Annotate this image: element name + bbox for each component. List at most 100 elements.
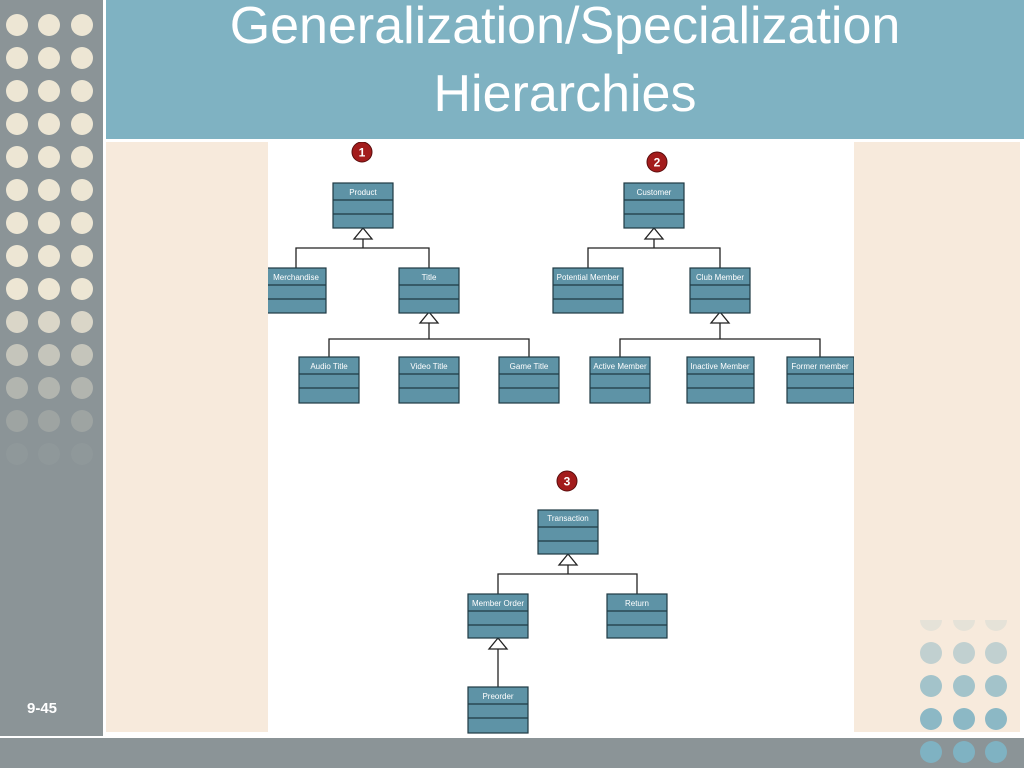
decorative-dot [71,278,93,300]
class-inactive-member: Inactive Member [686,356,755,404]
decorative-dot [6,410,28,432]
decorative-dot [71,245,93,267]
slide-title-line-2: Hierarchies [433,65,697,123]
decorative-dot [38,179,60,201]
decorative-dot [71,443,93,465]
slide-title-line-1: Generalization/Specialization [229,0,901,55]
decorative-dot [6,80,28,102]
decorative-dot [6,179,28,201]
decorative-dot [71,146,93,168]
class-transaction: Transaction [537,509,599,555]
decorative-dot [71,80,93,102]
class-active-member-label: Active Member [593,362,647,371]
class-game-title-label: Game Title [510,362,549,371]
class-return: Return [606,593,668,639]
class-video-title: Video Title [398,356,460,404]
class-audio-title: Audio Title [298,356,360,404]
class-video-title-label: Video Title [410,362,448,371]
decorative-dot [38,377,60,399]
decorative-dot-grid [6,14,93,465]
class-member-order: Member Order [467,593,529,639]
decorative-dot [985,708,1007,730]
decorative-dot [38,80,60,102]
decorative-dot [985,642,1007,664]
decorative-dot [6,443,28,465]
decorative-dot [71,311,93,333]
class-preorder-label: Preorder [482,692,513,701]
class-merchandise: Merchandise [268,267,327,314]
class-customer: Customer [623,182,685,229]
decorative-dot [71,113,93,135]
class-transaction-label: Transaction [547,514,589,523]
class-potential-member-label: Potential Member [557,273,620,282]
badge-3-label: 3 [564,475,571,489]
class-inactive-member-label: Inactive Member [690,362,749,371]
decorative-dot [920,642,942,664]
decorative-dot [38,212,60,234]
decorative-dot [6,311,28,333]
decorative-dot [71,179,93,201]
decorative-dot [71,14,93,36]
uml-diagram: Product Merchandise Title Audio Title [268,142,854,734]
class-product-label: Product [349,188,377,197]
decorative-dot [985,620,1007,631]
class-customer-label: Customer [637,188,672,197]
page-number: 9-45 [27,700,58,717]
decorative-dot [6,245,28,267]
class-return-label: Return [625,599,649,608]
class-title-label: Title [422,273,437,282]
decorative-dot [6,113,28,135]
badge-2: 2 [646,151,668,173]
decorative-dot [6,344,28,366]
badge-1: 1 [351,142,373,163]
decorative-dot [38,278,60,300]
decorative-dot [6,14,28,36]
class-audio-title-label: Audio Title [310,362,348,371]
decorative-dot [38,47,60,69]
decorative-dot [71,212,93,234]
class-active-member: Active Member [589,356,651,404]
badge-3: 3 [556,470,578,492]
decorative-dot [38,245,60,267]
decorative-dot [38,14,60,36]
class-preorder: Preorder [467,686,529,734]
decorative-dot [38,443,60,465]
title-bar [106,0,1024,139]
decorative-dot [38,311,60,333]
decorative-corner-dots [920,620,1007,763]
slide-title: Generalization/Specialization Hierarchie… [106,0,1024,139]
badge-2-label: 2 [654,156,661,170]
class-former-member: Former member [786,356,854,404]
class-club-member: Club Member [689,267,751,314]
decorative-dot [920,620,942,631]
decorative-dot [920,708,942,730]
decorative-dot [985,741,1007,763]
class-game-title: Game Title [498,356,560,404]
decorative-dot [38,410,60,432]
uml-diagram-canvas: Product Merchandise Title Audio Title [268,142,854,734]
decorative-dot [71,47,93,69]
decorative-dot [71,377,93,399]
decorative-dot [71,344,93,366]
decorative-dot [920,741,942,763]
decorative-dot [71,410,93,432]
class-member-order-label: Member Order [472,599,524,608]
decorative-dot [6,212,28,234]
decorative-dot [6,377,28,399]
class-former-member-label: Former member [791,362,849,371]
decorative-dot [6,47,28,69]
sidebar [0,0,103,736]
decorative-dot [920,675,942,697]
decorative-dot [953,675,975,697]
decorative-dot [38,344,60,366]
decorative-dot [6,278,28,300]
class-potential-member: Potential Member [552,267,624,314]
decorative-dot [38,146,60,168]
decorative-dot [38,113,60,135]
class-merchandise-label: Merchandise [273,273,319,282]
class-product: Product [332,182,394,229]
decorative-dot [953,642,975,664]
class-title: Title [398,267,460,314]
decorative-dot [953,741,975,763]
decorative-dot [953,620,975,631]
